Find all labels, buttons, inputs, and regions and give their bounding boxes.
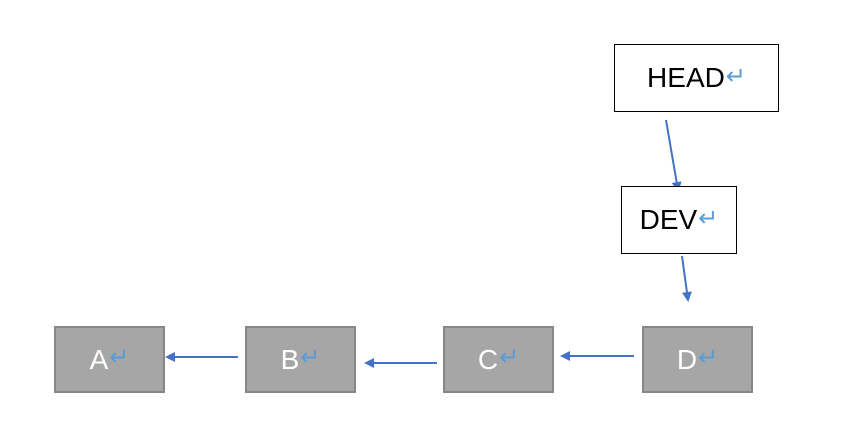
paragraph-mark-icon: ↵ bbox=[698, 204, 719, 232]
head-pointer-node: HEAD↵ bbox=[614, 44, 779, 112]
commit-node-b: B↵ bbox=[245, 326, 356, 393]
commit-label-d: D bbox=[676, 343, 698, 375]
paragraph-mark-icon: ↵ bbox=[109, 344, 130, 371]
commit-label-a: A bbox=[89, 343, 109, 375]
arrow-dev-to-d bbox=[681, 255, 692, 302]
arrow-head-to-dev bbox=[665, 119, 682, 192]
commit-node-d: D↵ bbox=[642, 326, 753, 393]
head-pointer-label: HEAD bbox=[647, 62, 725, 93]
commit-node-a: A↵ bbox=[54, 326, 165, 393]
commit-label-b: B bbox=[280, 343, 300, 375]
dev-branch-label: DEV bbox=[639, 204, 698, 235]
paragraph-mark-icon: ↵ bbox=[300, 344, 321, 371]
paragraph-mark-icon: ↵ bbox=[725, 62, 746, 90]
commit-node-c: C↵ bbox=[443, 326, 554, 393]
dev-branch-node: DEV↵ bbox=[621, 186, 737, 254]
paragraph-mark-icon: ↵ bbox=[499, 344, 520, 371]
paragraph-mark-icon: ↵ bbox=[698, 344, 719, 371]
commit-label-c: C bbox=[477, 343, 499, 375]
